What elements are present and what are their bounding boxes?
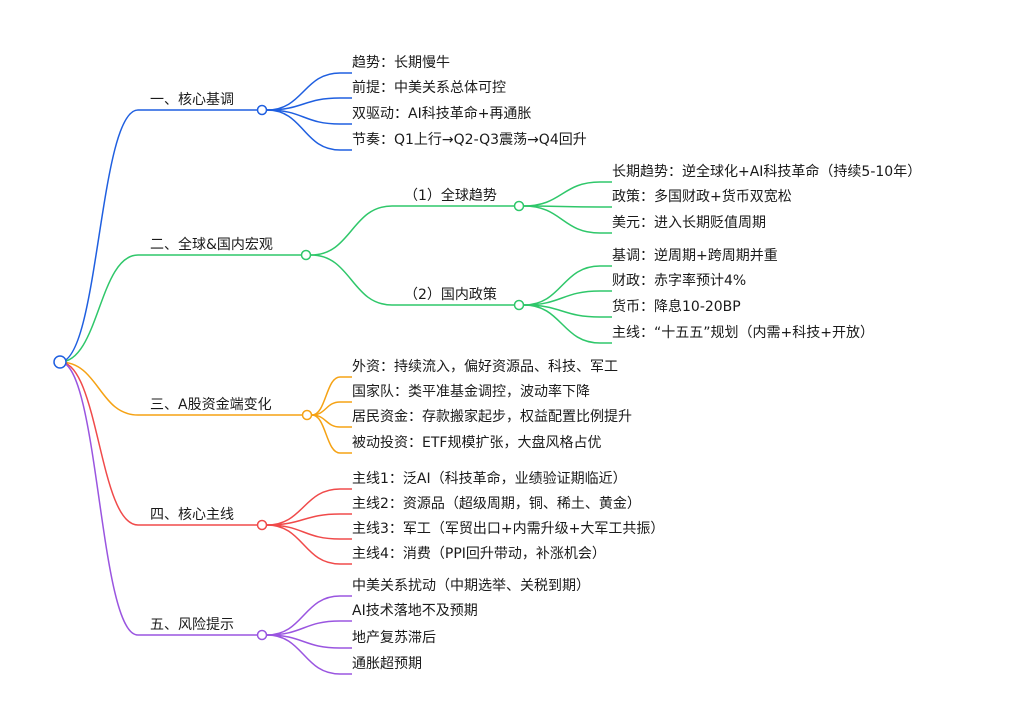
branch-connector-b5 xyxy=(59,361,139,636)
leaf-label: 基调：逆周期+跨周期并重 xyxy=(612,248,778,264)
leaf-label: 主线4：消费（PPI回升带动，补涨机会） xyxy=(352,546,606,562)
leaf-label: 地产复苏滞后 xyxy=(352,630,436,646)
leaf-label: 被动投资：ETF规模扩张，大盘风格占优 xyxy=(352,435,602,451)
leaf-connector xyxy=(523,304,601,344)
branch-label-b3: 三、A股资金端变化 xyxy=(150,397,272,413)
leaf-connector xyxy=(523,181,601,207)
leaf-label: 外资：持续流入，偏好资源品、科技、军工 xyxy=(352,359,618,375)
leaf-connector xyxy=(266,524,341,565)
leaf-connector xyxy=(266,488,341,526)
leaf-connector xyxy=(266,620,341,636)
leaf-label: 货币：降息10-20BP xyxy=(612,299,741,315)
leaf-label: 趋势：长期慢牛 xyxy=(352,55,450,71)
leaf-connector xyxy=(266,595,341,636)
leaf-connector xyxy=(266,634,341,675)
leaf-connector xyxy=(311,414,341,454)
branch-connector-b2 xyxy=(59,254,139,363)
leaf-connector xyxy=(523,265,601,306)
leaf-label: 主线3：军工（军贸出口+内需升级+大军工共振） xyxy=(352,521,665,537)
sub-node-toggle-1[interactable] xyxy=(513,299,525,311)
leaf-label: 主线：“十五五”规划（内需+科技+开放） xyxy=(612,325,874,341)
leaf-label: 通胀超预期 xyxy=(352,656,422,672)
sub-node-toggle-0[interactable] xyxy=(513,200,525,212)
leaf-label: 财政：赤字率预计4% xyxy=(612,273,747,289)
leaf-connector xyxy=(266,72,341,111)
branch-node-toggle-b4[interactable] xyxy=(256,519,268,531)
branch-label-b2: 二、全球&国内宏观 xyxy=(150,237,273,253)
leaf-label: AI技术落地不及预期 xyxy=(352,603,478,619)
leaf-label: 国家队：类平准基金调控，波动率下降 xyxy=(352,384,590,400)
root-node[interactable] xyxy=(53,355,67,369)
branch-connector-b1 xyxy=(59,109,139,363)
branch-node-toggle-b5[interactable] xyxy=(256,629,268,641)
leaf-label: 居民资金：存款搬家起步，权益配置比例提升 xyxy=(352,409,632,425)
leaf-connector xyxy=(523,205,601,234)
sub-label-1: （2）国内政策 xyxy=(404,287,497,303)
leaf-label: 前提：中美关系总体可控 xyxy=(352,80,506,96)
leaf-label: 主线1：泛AI（科技革命，业绩验证期临近） xyxy=(352,471,627,487)
leaf-label: 双驱动：AI科技革命+再通胀 xyxy=(352,106,532,122)
branch-node-toggle-b2[interactable] xyxy=(300,249,312,261)
branch-label-b4: 四、核心主线 xyxy=(150,507,234,523)
branch-label-b5: 五、风险提示 xyxy=(150,617,234,633)
sub-label-0: （1）全球趋势 xyxy=(404,188,497,204)
branch-connector-b3 xyxy=(59,361,139,416)
branch-node-toggle-b3[interactable] xyxy=(301,409,313,421)
branch-label-b1: 一、核心基调 xyxy=(150,92,234,108)
leaf-label: 政策：多国财政+货币双宽松 xyxy=(612,189,792,205)
sub-connector-1 xyxy=(310,254,393,306)
leaf-connector xyxy=(266,109,341,151)
leaf-label: 长期趋势：逆全球化+AI科技革命（持续5-10年） xyxy=(612,164,922,180)
sub-connector-0 xyxy=(310,205,393,256)
leaf-label: 主线2：资源品（超级周期，铜、稀土、黄金） xyxy=(352,496,641,512)
leaf-label: 节奏：Q1上行→Q2-Q3震荡→Q4回升 xyxy=(352,132,587,148)
branch-connector-b4 xyxy=(59,361,139,526)
branch-node-toggle-b1[interactable] xyxy=(256,104,268,116)
leaf-label: 美元：进入长期贬值周期 xyxy=(612,215,766,231)
leaf-label: 中美关系扰动（中期选举、关税到期） xyxy=(352,578,590,594)
leaf-connector xyxy=(311,376,341,416)
